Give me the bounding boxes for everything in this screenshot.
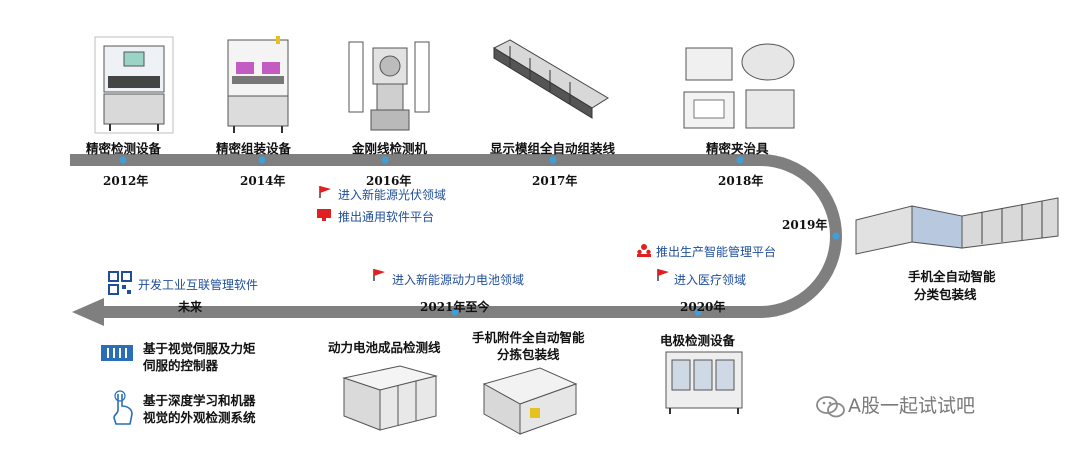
label-power-battery-line: 动力电池成品检测线 [328,340,441,355]
precision-assembly-machine-image [227,36,289,133]
year-2016: 2016年 [366,174,412,188]
track-arrowhead [72,298,104,326]
year-future: 未来 [178,300,203,314]
touch-icon [113,390,133,425]
precision-inspection-machine-image [94,36,174,134]
monitor-icon [317,209,331,221]
note-2021-battery: 进入新能源动力电池领域 [392,273,525,287]
dot-2014 [258,156,266,164]
electrode-inspection-machine-image [665,351,743,414]
label-2019-line1: 手机全自动智能 [908,269,996,284]
note-2016-solar: 进入新能源光伏领域 [338,188,447,202]
year-2019: 2019年 [782,218,828,232]
year-2018: 2018年 [718,174,764,188]
label-2017: 显示模组全自动组装线 [490,141,616,156]
label-2021-line2: 分拣包装线 [497,347,560,362]
phone-accessory-sorting-line-image [482,367,578,435]
dot-2016 [381,156,389,164]
watermark: A股一起试试吧 [808,388,1048,424]
dot-2017 [549,156,557,164]
label-2019-line2: 分类包装线 [914,287,977,302]
label-2021-line1: 手机附件全自动智能 [472,330,585,345]
dot-2019 [832,232,840,240]
future-servo-line2: 伺服的控制器 [143,358,219,373]
precision-fixtures-image [683,43,795,129]
management-platform-icon [637,244,651,257]
note-2016-software: 推出通用软件平台 [338,210,435,224]
year-2014: 2014年 [240,174,286,188]
label-2016: 金刚线检测机 [352,141,428,156]
year-2017: 2017年 [532,174,578,188]
future-servo-line1: 基于视觉伺服及力矩 [143,341,256,356]
note-future-software: 开发工业互联管理软件 [138,278,259,292]
note-2020-medical: 进入医疗领域 [674,273,747,287]
year-2012: 2012年 [103,174,149,188]
power-battery-inspection-line-image [342,365,438,431]
label-2014: 精密组装设备 [216,141,292,156]
dot-2020 [694,308,702,316]
display-module-assembly-line-image [492,39,609,119]
flag-icon [319,186,331,198]
dot-2012 [119,156,127,164]
label-2012: 精密检测设备 [86,141,162,156]
qr-code-icon [108,271,132,295]
label-2018: 精密夹治具 [706,141,769,156]
servo-controller-icon [101,345,133,361]
dot-2018 [736,156,744,164]
diamond-wire-inspection-machine-image [348,41,430,131]
flag-icon [657,269,669,281]
watermark-text: A股一起试试吧 [848,395,975,417]
year-2021: 2021年至今 [420,300,490,314]
future-vision-line2: 视觉的外观检测系统 [143,410,256,425]
label-2020: 电极检测设备 [660,333,736,348]
year-2020: 2020年 [680,300,726,314]
note-2020-management: 推出生产智能管理平台 [656,245,777,259]
future-vision-line1: 基于深度学习和机器 [143,393,256,408]
phone-sorting-packaging-line-image [855,197,1059,255]
dot-2021 [451,308,459,316]
wechat-icon [816,396,845,418]
flag-icon [373,269,385,281]
